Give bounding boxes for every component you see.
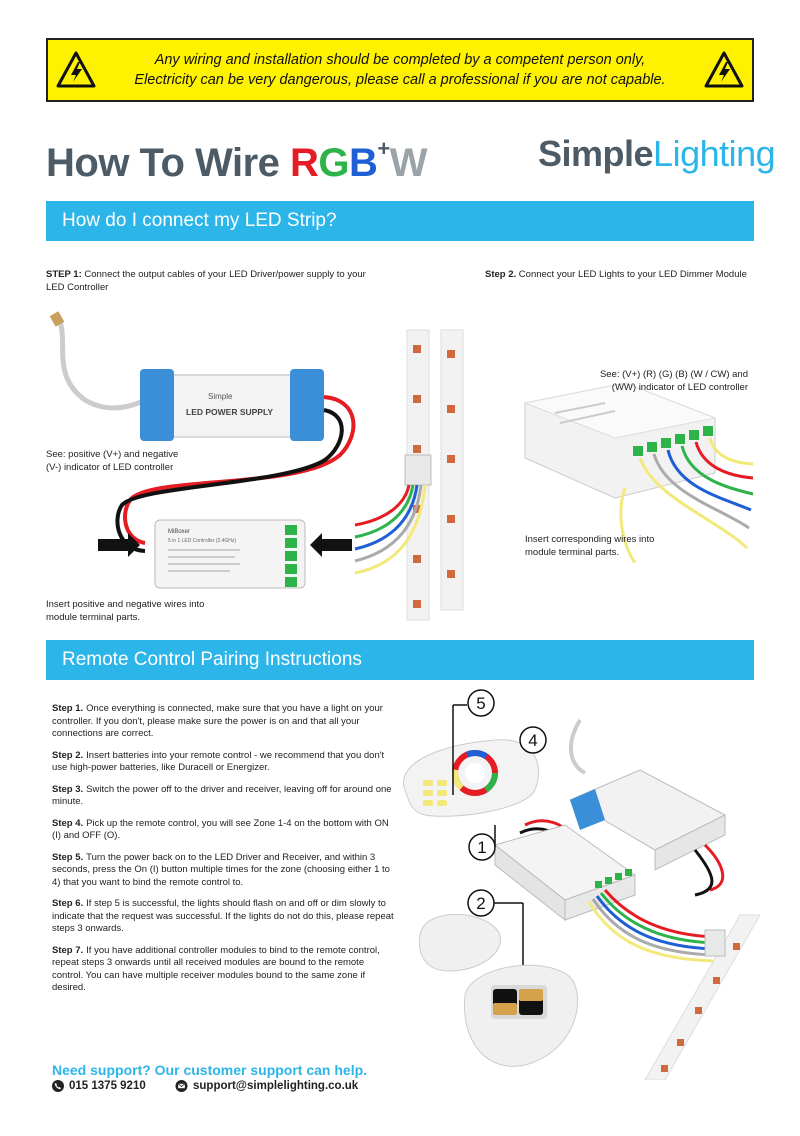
note-see-channels: See: (V+) (R) (G) (B) (W / CW) and (WW) … — [599, 369, 748, 393]
led-strip-rgbw — [354, 329, 464, 621]
callout-2-label: 2 — [476, 894, 485, 913]
step-label: Step 2. — [52, 749, 84, 761]
remote-battery-compartment — [418, 913, 579, 1067]
logo-part-1: Simple — [538, 133, 654, 174]
step-label: Step 6. — [52, 898, 84, 909]
pairing-step: Step 1.Once everything is connected, mak… — [52, 703, 394, 741]
section-heading-pairing-text: Remote Control Pairing Instructions — [62, 649, 362, 670]
logo-part-2: Lighting — [653, 133, 776, 174]
title-r: R — [290, 141, 319, 185]
step-label: Step 5. — [52, 851, 84, 863]
callout-1 — [468, 833, 496, 861]
warning-line-1: Any wiring and installation should be co… — [154, 52, 646, 68]
warning-text: Any wiring and installation should be co… — [104, 50, 696, 90]
led-strip-pairing — [644, 914, 760, 1080]
warning-triangle-icon — [704, 51, 744, 88]
led-power-supply-pairing — [568, 718, 727, 871]
step-text: Once everything is connected, make sure … — [52, 703, 383, 739]
pairing-step: Step 4.Pick up the remote control, you w… — [52, 818, 394, 843]
pairing-illustration: 5 4 1 2 — [403, 689, 760, 1080]
wiring-diagram-rgbw-controller — [523, 382, 754, 563]
support-phone[interactable]: 015 1375 9210 — [52, 1080, 146, 1092]
callout-1-label: 1 — [477, 838, 486, 857]
step-label: Step 1. — [52, 703, 84, 714]
step2-label: Step 2. — [485, 269, 517, 280]
psu-brand: Simple — [208, 392, 233, 401]
step-text: Switch the power off to the driver and r… — [52, 783, 392, 808]
warning-line-2: Electricity can be very dangerous, pleas… — [134, 72, 666, 88]
support-phone-number[interactable]: 015 1375 9210 — [69, 1080, 146, 1092]
callout-4 — [519, 726, 547, 754]
step-label: Step 3. — [52, 783, 84, 795]
controller-brand: MiBoxer — [168, 529, 190, 535]
step2-instruction: Step 2. Connect your LED Lights to your … — [485, 268, 775, 281]
pairing-steps-list: Step 1.Once everything is connected, mak… — [52, 703, 394, 1004]
step-label: Step 4. — [52, 817, 84, 829]
note-insert-positive: Insert positive and negative wires into … — [46, 599, 205, 623]
controller-model: 5 in 1 LED Controller (2.4GHz) — [168, 538, 236, 544]
warning-banner: Any wiring and installation should be co… — [46, 38, 754, 102]
pairing-step: Step 7.If you have additional controller… — [52, 945, 394, 995]
step2-text: Connect your LED Lights to your LED Dimm… — [516, 269, 747, 280]
support-headline: Need support? Our customer support can h… — [52, 1062, 368, 1078]
step1-text: Connect the output cables of your LED Dr… — [46, 269, 366, 293]
led-controller: MiBoxer 5 in 1 LED Controller (2.4GHz) — [154, 519, 306, 589]
step-text: If step 5 is successful, the lights shou… — [52, 898, 394, 934]
pairing-step: Step 5.Turn the power back on to the LED… — [52, 852, 394, 890]
title-b: B — [349, 141, 378, 185]
step-text: If you have additional controller module… — [52, 944, 380, 994]
section-heading-pairing: Remote Control Pairing Instructions — [46, 640, 754, 680]
section-heading-connect: How do I connect my LED Strip? — [46, 201, 754, 241]
support-email[interactable]: support@simplelighting.co.uk — [175, 1080, 358, 1092]
title-g: G — [318, 141, 350, 185]
step-text: Pick up the remote control, you will see… — [52, 817, 389, 842]
step1-label: STEP 1: — [46, 269, 82, 280]
callout-5-label: 5 — [476, 694, 485, 713]
title-plus: + — [377, 136, 390, 161]
pairing-step: Step 6.If step 5 is successful, the ligh… — [52, 898, 394, 936]
support-email-address[interactable]: support@simplelighting.co.uk — [193, 1080, 359, 1092]
remote-control — [403, 739, 540, 817]
led-power-supply: Simple LED POWER SUPPLY — [140, 369, 324, 441]
wiring-diagram-psu-controller: Simple LED POWER SUPPLY MiBoxer 5 in 1 L… — [49, 311, 356, 589]
psu-label: LED POWER SUPPLY — [186, 407, 273, 417]
pairing-step: Step 3.Switch the power off to the drive… — [52, 784, 394, 809]
page-title: How To Wire RGB+W — [46, 136, 428, 186]
step1-instruction: STEP 1: Connect the output cables of you… — [46, 268, 376, 294]
title-w: W — [389, 141, 428, 185]
note-polarity: See: positive (V+) and negative (V-) ind… — [46, 449, 179, 473]
section-heading-connect-text: How do I connect my LED Strip? — [62, 210, 337, 231]
callout-5 — [467, 689, 495, 717]
note-insert-corresponding: Insert corresponding wires into module t… — [525, 534, 655, 558]
phone-icon — [52, 1080, 64, 1092]
title-prefix: How To Wire — [46, 141, 290, 185]
email-icon — [175, 1080, 188, 1092]
pairing-step: Step 2.Insert batteries into your remote… — [52, 750, 394, 775]
arrow-left-icon — [310, 533, 352, 557]
led-controller-pairing — [493, 824, 637, 922]
warning-triangle-icon — [56, 51, 96, 88]
step-text: Turn the power back on to the LED Driver… — [52, 851, 390, 888]
step-text: Insert batteries into your remote contro… — [52, 749, 385, 774]
callout-4-label: 4 — [528, 731, 537, 750]
brand-logo: SimpleLighting — [538, 133, 776, 175]
step-label: Step 7. — [52, 944, 84, 956]
arrow-right-icon — [98, 533, 140, 557]
